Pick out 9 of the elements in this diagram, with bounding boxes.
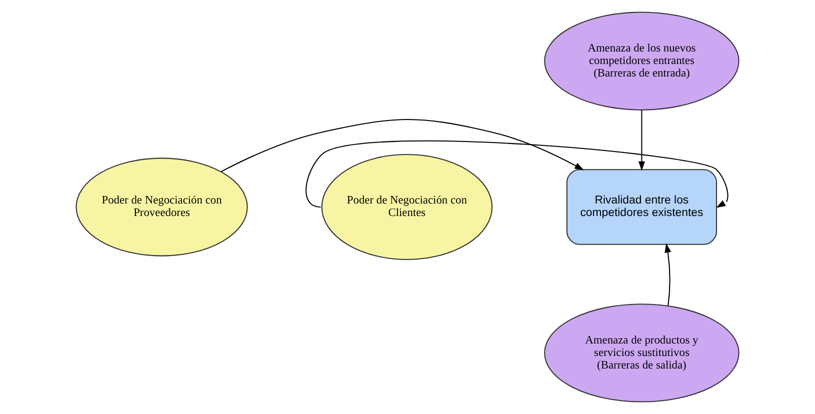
arrow [220,119,584,172]
arrow [664,243,672,306]
arrow [638,110,645,171]
node-ellipse: Amenaza de productos y servicios sustitutivos (Barreras de salida) [544,304,740,402]
node-ellipse: Poder de Negociación con Clientes [321,154,493,260]
arrow [306,140,728,208]
node-box: Rivalidad entre los competidores existentes [566,169,718,245]
node-ellipse: Amenaza de los nuevos competidores entrantes (Barreras de entrada) [544,12,740,110]
node-ellipse: Poder de Negociación con Proveedores [76,158,248,256]
